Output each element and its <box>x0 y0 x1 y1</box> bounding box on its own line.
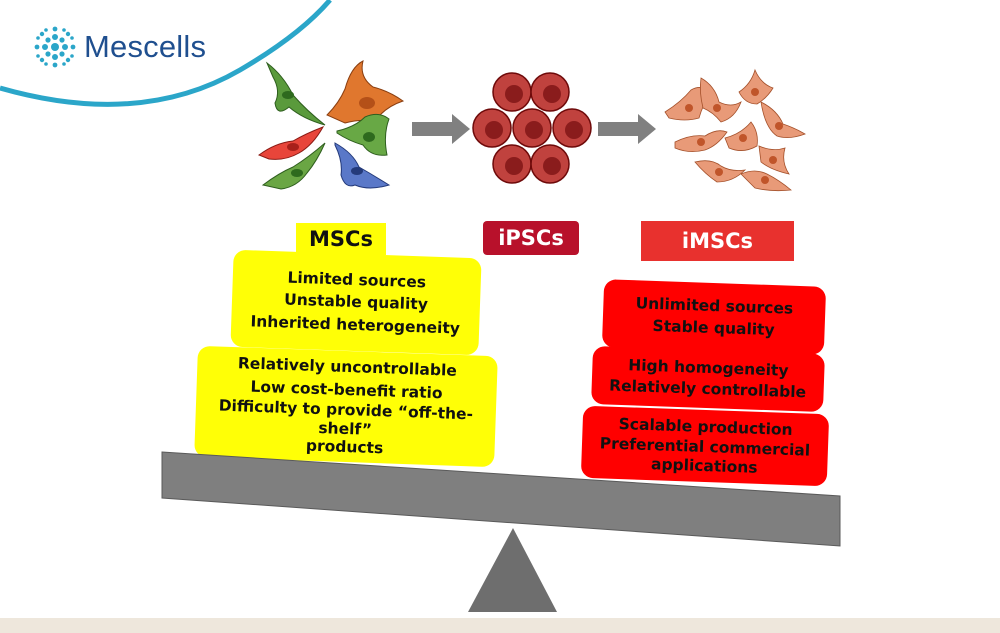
brand-name: Mescells <box>84 29 207 64</box>
brand-logo: Mescells <box>34 26 206 68</box>
arrow-right-icon <box>412 114 470 144</box>
balance-beam <box>161 451 841 547</box>
mescells-logo-icon <box>34 26 76 68</box>
footer-strip <box>0 618 1000 633</box>
imsc-label: iMSCs <box>641 221 794 261</box>
ipsc-label: iPSCs <box>483 221 579 255</box>
imsc-cells-illustration <box>664 68 806 192</box>
header-swoosh <box>0 0 332 107</box>
fulcrum-triangle <box>468 528 557 612</box>
ipsc-cluster-illustration <box>472 72 592 184</box>
arrow-right-icon <box>598 114 656 144</box>
msc-cells-illustration <box>257 60 405 190</box>
msc-label: MSCs <box>296 223 386 255</box>
